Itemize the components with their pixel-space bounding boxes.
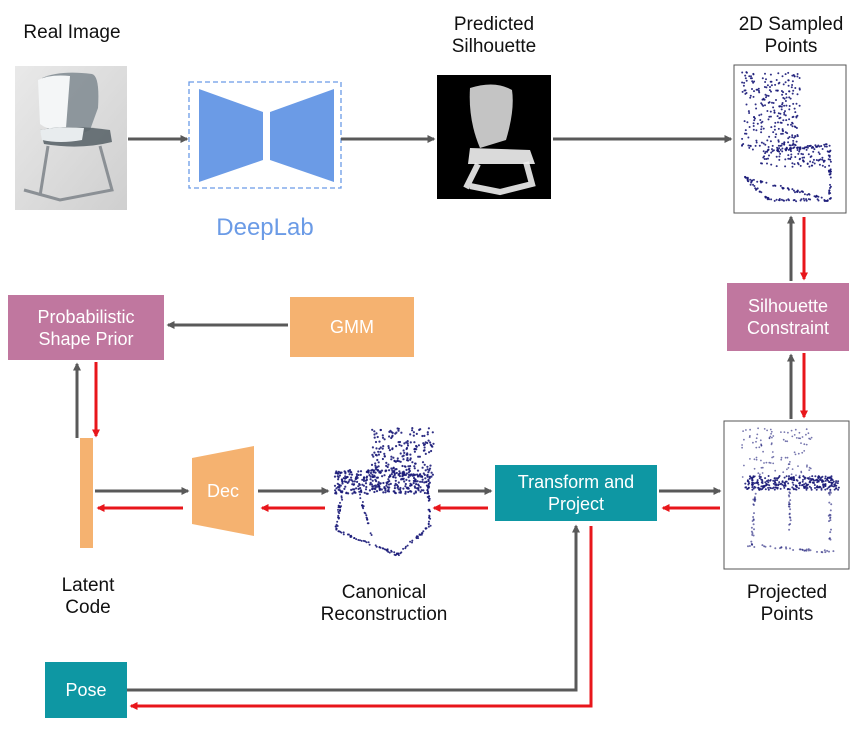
transform-project-box [495, 465, 657, 521]
canonical-reconstruction-label: Canonical Reconstruction [320, 582, 448, 625]
predicted-silhouette-label: Predicted Silhouette [451, 14, 537, 57]
silhouette-constraint-text: Silhouette Constraint [746, 296, 830, 338]
pose-box [45, 662, 127, 718]
gmm-box [290, 297, 414, 357]
pose-text: Pose [65, 680, 107, 700]
projected-points-cloud [741, 427, 840, 554]
projected-points-label: Projected Points [746, 582, 828, 625]
latent-code-bar [80, 438, 93, 548]
shape-prior-text: Probabilistic Shape Prior [37, 306, 135, 349]
real-image-photo [15, 66, 127, 210]
sampled-points-label: 2D Sampled Points [738, 14, 844, 57]
sampled-points-cloud [741, 71, 832, 203]
deeplab-network-icon [188, 81, 342, 189]
latent-code-label: Latent Code [61, 575, 115, 618]
predicted-silhouette-image [437, 75, 551, 199]
canonical-reconstruction-cloud [333, 427, 435, 557]
transform-project-text: Transform and Project [517, 472, 635, 514]
dec-text: Dec [206, 481, 239, 501]
gmm-text: GMM [330, 317, 374, 337]
red-arrow-transform-to-pose [129, 526, 593, 710]
projected-points-image [723, 420, 850, 570]
shape-prior-box [8, 295, 164, 360]
backward-arrows [92, 217, 808, 710]
deeplab-label: DeepLab [216, 214, 314, 241]
forward-arrows [73, 135, 795, 692]
arrow-pose-to-transform [127, 524, 580, 692]
silhouette-constraint-box [727, 283, 849, 351]
decoder-shape [192, 446, 254, 536]
real-image-label: Real Image [23, 22, 121, 43]
